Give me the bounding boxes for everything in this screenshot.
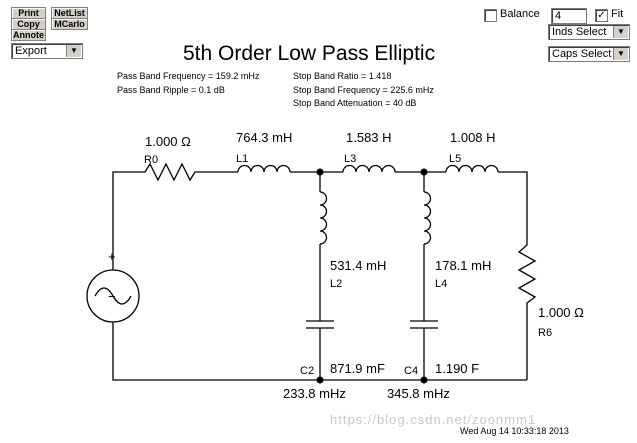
r0-resistor <box>140 162 200 182</box>
chevron-down-icon[interactable]: ▼ <box>613 26 628 38</box>
stop-band-ratio: Stop Band Ratio = 1.418 <box>293 71 392 81</box>
l3-ref: L3 <box>344 153 357 165</box>
l1-inductor <box>237 164 291 173</box>
l4-value: 178.1 mH <box>435 258 492 273</box>
l5-ref: L5 <box>449 153 462 165</box>
c2-value: 871.9 mF <box>330 361 385 376</box>
caps-select[interactable]: Caps Select ▼ <box>548 46 630 62</box>
r6-ref: R6 <box>538 327 553 339</box>
inds-select[interactable]: Inds Select ▼ <box>548 24 630 40</box>
r6-resistor <box>517 240 537 307</box>
stop-band-attenuation: Stop Band Attenuation = 40 dB <box>293 98 417 108</box>
l2-value: 531.4 mH <box>330 258 387 273</box>
l3-value: 1.583 H <box>346 130 392 145</box>
wire-bottom <box>112 322 527 381</box>
l3-inductor <box>342 164 396 173</box>
inds-select-value: Inds Select <box>552 26 607 38</box>
annote-button[interactable]: Annote <box>11 29 46 41</box>
l2-inductor <box>319 191 328 245</box>
c4-resonance: 345.8 mHz <box>387 386 450 401</box>
l4-ref: L4 <box>435 278 448 290</box>
count-input[interactable]: 4 <box>551 8 587 24</box>
fit-label: Fit <box>611 8 624 20</box>
caps-select-value: Caps Select <box>552 48 612 60</box>
export-select-value: Export <box>15 45 47 57</box>
l5-inductor <box>445 164 499 173</box>
stop-band-frequency: Stop Band Frequency = 225.6 mHz <box>293 85 434 95</box>
r0-ref: R0 <box>144 154 159 166</box>
chevron-down-icon[interactable]: ▼ <box>613 48 628 60</box>
ac-source <box>86 269 140 323</box>
l1-ref: L1 <box>236 153 249 165</box>
chevron-down-icon[interactable]: ▼ <box>66 45 81 57</box>
r6-value: 1.000 Ω <box>538 305 584 320</box>
c2-ref: C2 <box>300 365 315 377</box>
count-value: 4 <box>555 10 562 22</box>
balance-checkbox[interactable] <box>484 9 497 22</box>
l4-inductor <box>423 191 432 245</box>
r0-value: 1.000 Ω <box>145 134 191 149</box>
export-select[interactable]: Export ▼ <box>11 43 83 59</box>
pass-band-frequency: Pass Band Frequency = 159.2 mHz <box>117 71 260 81</box>
pass-band-ripple: Pass Band Ripple = 0.1 dB <box>117 85 225 95</box>
junction-node <box>316 376 324 384</box>
copy-button[interactable]: Copy <box>11 18 46 30</box>
source-plus-sign: + <box>108 249 116 264</box>
fit-checkbox[interactable]: ✓ <box>595 9 608 22</box>
balance-label: Balance <box>500 8 540 20</box>
junction-node <box>316 168 324 176</box>
timestamp: Wed Aug 14 10:33:18 2013 <box>460 426 569 436</box>
source-minus-sign: − <box>108 289 116 304</box>
c2-resonance: 233.8 mHz <box>283 386 346 401</box>
c4-value: 1.190 F <box>435 361 480 376</box>
junction-node <box>420 168 428 176</box>
c4-ref: C4 <box>404 365 419 377</box>
junction-node <box>420 376 428 384</box>
page-title: 5th Order Low Pass Elliptic <box>183 42 436 65</box>
mcarlo-button[interactable]: MCarlo <box>51 18 88 30</box>
l1-value: 764.3 mH <box>236 130 293 145</box>
watermark: https://blog.csdn.net/zoonmm1 <box>330 412 537 427</box>
wire-right-top <box>498 171 528 240</box>
l5-value: 1.008 H <box>450 130 496 145</box>
sine-wave-icon <box>94 287 132 305</box>
wire-left-top <box>112 171 140 270</box>
l2-ref: L2 <box>330 278 343 290</box>
